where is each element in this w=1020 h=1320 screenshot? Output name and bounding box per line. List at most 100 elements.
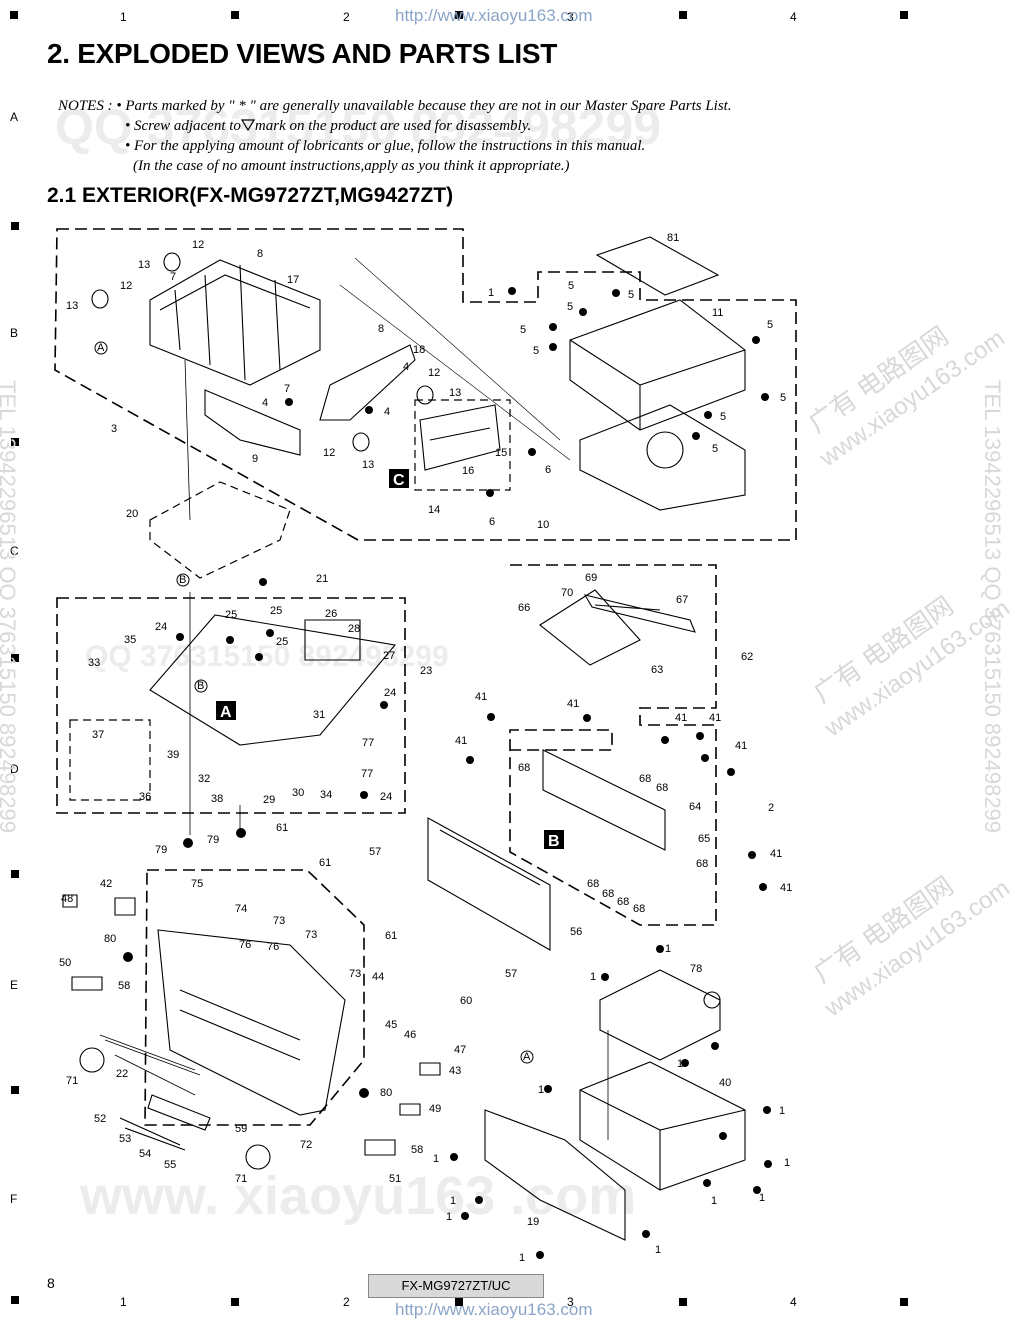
svg-text:25: 25	[270, 605, 282, 617]
svg-text:42: 42	[100, 878, 112, 890]
svg-text:66: 66	[518, 602, 530, 614]
block-a-label-box	[216, 701, 236, 720]
svg-text:46: 46	[404, 1029, 416, 1041]
row-letter-e: E	[10, 978, 19, 992]
page-title: 2. EXPLODED VIEWS AND PARTS LIST	[47, 38, 558, 69]
svg-text:5: 5	[712, 443, 718, 455]
block-a-label: A	[220, 704, 232, 721]
qq-watermark: QQ 376315150 892498299	[55, 99, 662, 155]
row-letter-c: C	[10, 544, 19, 558]
column-number-3: 3	[567, 10, 574, 24]
svg-text:12: 12	[323, 447, 335, 459]
svg-text:12: 12	[428, 367, 440, 379]
svg-text:59: 59	[235, 1123, 247, 1135]
svg-text:24: 24	[155, 621, 167, 633]
svg-text:1: 1	[446, 1211, 452, 1223]
svg-text:19: 19	[527, 1216, 539, 1228]
svg-text:55: 55	[164, 1159, 176, 1171]
note-line-4: (In the case of no amount instructions,a…	[133, 158, 570, 174]
grid-marker	[11, 222, 19, 230]
svg-text:68: 68	[633, 903, 645, 915]
svg-text:79: 79	[155, 844, 167, 856]
header-url-watermark: http://www.xiaoyu163.com	[395, 6, 593, 25]
grid-marker	[11, 870, 19, 878]
svg-text:74: 74	[235, 903, 247, 915]
svg-text:24: 24	[380, 791, 392, 803]
svg-text:13: 13	[362, 459, 374, 471]
svg-text:44: 44	[372, 971, 384, 983]
qq-watermark-mid: QQ 376315150 892498299	[85, 640, 449, 673]
svg-text:18: 18	[413, 344, 425, 356]
svg-text:60: 60	[460, 995, 472, 1007]
svg-text:76: 76	[267, 941, 279, 953]
svg-text:1: 1	[711, 1195, 717, 1207]
svg-text:76: 76	[239, 939, 251, 951]
svg-text:26: 26	[325, 608, 337, 620]
svg-text:9: 9	[252, 453, 258, 465]
svg-text:45: 45	[385, 1019, 397, 1031]
svg-text:13: 13	[449, 387, 461, 399]
svg-text:34: 34	[320, 789, 332, 801]
svg-text:57: 57	[505, 968, 517, 980]
svg-text:78: 78	[690, 963, 702, 975]
svg-text:58: 58	[411, 1144, 423, 1156]
circle-ref-a-1: A	[97, 342, 105, 354]
svg-text:20: 20	[126, 508, 138, 520]
svg-text:41: 41	[780, 882, 792, 894]
block-a-dashed-outline	[56, 597, 406, 814]
pcb-c-shape	[419, 404, 501, 471]
svg-text:1: 1	[655, 1244, 661, 1256]
grid-marker	[679, 1298, 687, 1306]
svg-text:73: 73	[305, 929, 317, 941]
svg-text:5: 5	[780, 392, 786, 404]
footer-column-number-2: 2	[343, 1295, 350, 1309]
model-label: FX-MG9727ZT/UC	[368, 1274, 544, 1298]
svg-text:5: 5	[720, 411, 726, 423]
svg-text:54: 54	[139, 1148, 151, 1160]
svg-text:15: 15	[495, 447, 507, 459]
svg-text:47: 47	[454, 1044, 466, 1056]
svg-text:41: 41	[455, 735, 467, 747]
svg-text:81: 81	[667, 232, 679, 244]
notes-block: NOTES : • Parts marked by " * " are gene…	[58, 96, 732, 176]
note-line-3: • For the applying amount of lobricants …	[125, 138, 646, 154]
svg-text:5: 5	[567, 301, 573, 313]
svg-text:22: 22	[116, 1068, 128, 1080]
svg-text:73: 73	[349, 968, 361, 980]
svg-text:68: 68	[602, 888, 614, 900]
chassis-40-shape	[579, 1061, 746, 1191]
svg-text:1: 1	[538, 1084, 544, 1096]
knob-71-lower	[245, 1144, 271, 1170]
svg-text:5: 5	[533, 345, 539, 357]
svg-text:12: 12	[192, 239, 204, 251]
triangle-mark-icon	[240, 119, 255, 132]
pcb-20-dashed-outline	[149, 481, 291, 579]
svg-text:1: 1	[779, 1105, 785, 1117]
grid-marker	[900, 11, 908, 19]
svg-text:6: 6	[489, 516, 495, 528]
svg-text:7: 7	[284, 383, 290, 395]
svg-text:43: 43	[449, 1065, 461, 1077]
bracket-19-shape	[484, 1109, 626, 1241]
svg-text:72: 72	[300, 1139, 312, 1151]
svg-text:1: 1	[677, 1058, 683, 1070]
svg-text:80: 80	[104, 933, 116, 945]
svg-text:4: 4	[403, 361, 409, 373]
svg-text:1: 1	[759, 1192, 765, 1204]
svg-text:69: 69	[585, 572, 597, 584]
svg-text:1: 1	[450, 1195, 456, 1207]
svg-text:61: 61	[319, 857, 331, 869]
svg-text:49: 49	[429, 1103, 441, 1115]
svg-text:68: 68	[639, 773, 651, 785]
svg-text:1: 1	[519, 1252, 525, 1264]
svg-text:61: 61	[276, 822, 288, 834]
svg-text:16: 16	[462, 465, 474, 477]
svg-text:1: 1	[433, 1153, 439, 1165]
svg-text:8: 8	[378, 323, 384, 335]
svg-text:41: 41	[770, 848, 782, 860]
footer-column-number-3: 3	[567, 1295, 574, 1309]
svg-text:12: 12	[120, 280, 132, 292]
grid-marker	[10, 11, 18, 19]
